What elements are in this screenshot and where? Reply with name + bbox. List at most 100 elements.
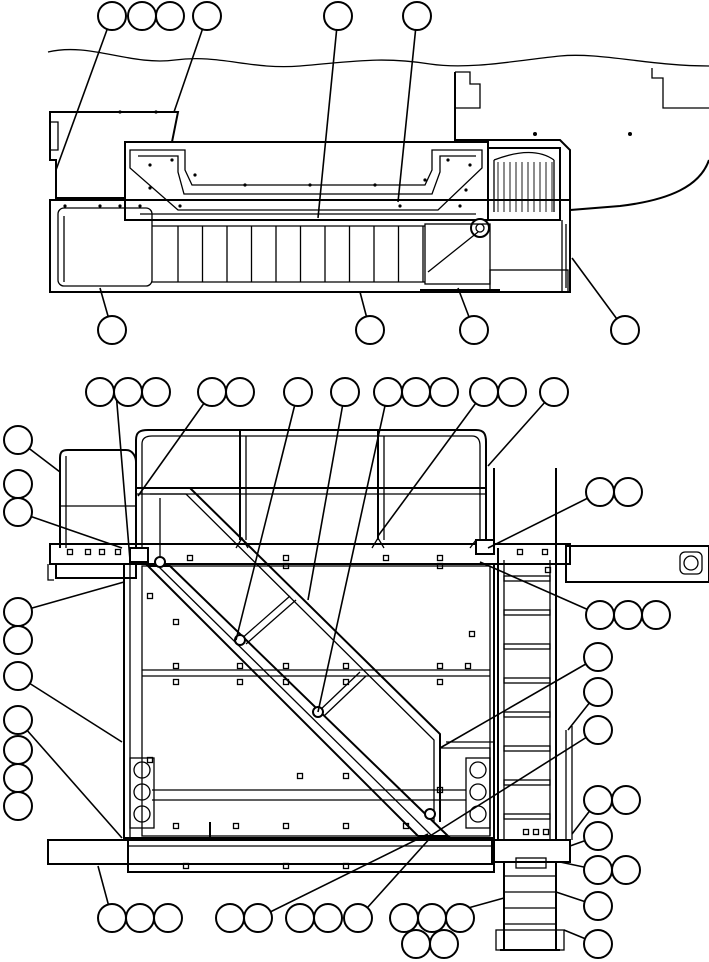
bolt: [446, 158, 450, 162]
bolt: [516, 548, 524, 556]
bolt: [468, 163, 472, 167]
beam-clip: [235, 536, 249, 549]
ladder-slats-top: [497, 162, 553, 212]
callout-balloon: [3, 597, 33, 627]
leader-line: [397, 15, 418, 203]
bolt: [542, 828, 550, 836]
hinge-fitting: [470, 218, 490, 238]
bolt: [66, 548, 74, 556]
callout-balloon: [641, 600, 671, 630]
beam-clip: [371, 536, 385, 549]
top-view-bolts: [63, 110, 472, 208]
callout-balloon: [611, 855, 641, 885]
bolt: [186, 554, 194, 562]
bolt: [308, 183, 312, 187]
leader-line: [487, 491, 601, 549]
side-view-bolts: [66, 548, 552, 870]
lower-frame: [49, 199, 571, 293]
ladder-rail-top: [493, 151, 555, 212]
bolt: [178, 204, 182, 208]
leader-line: [17, 719, 123, 839]
callout-balloon: [3, 469, 33, 499]
ladder-rung: [503, 779, 551, 786]
callout-balloon: [85, 377, 115, 407]
callout-balloon: [97, 1, 127, 31]
stringer-centerline: [157, 565, 433, 837]
callout-balloon: [401, 377, 431, 407]
bolt: [182, 862, 190, 870]
bolt: [282, 662, 290, 670]
bumper: [469, 761, 487, 779]
ladder-rung: [503, 677, 551, 684]
callout-balloon: [583, 855, 613, 885]
ladder-swivel: [515, 857, 547, 869]
bolt: [236, 678, 244, 686]
bolt: [282, 678, 290, 686]
leader-line: [357, 835, 433, 919]
callout-balloon: [330, 377, 360, 407]
callout-balloon: [585, 600, 615, 630]
pivot: [154, 556, 166, 568]
right-arm: [565, 545, 709, 583]
callout-balloon: [113, 377, 143, 407]
callout-balloon: [583, 929, 613, 959]
callout-balloon: [3, 763, 33, 793]
hinge-block: [129, 547, 149, 563]
stair-stringer: [145, 565, 451, 837]
cross-brace: [239, 595, 291, 641]
callout-balloon: [610, 315, 640, 345]
cross-brace: [323, 675, 367, 717]
bolt: [193, 173, 197, 177]
bolt: [170, 158, 174, 162]
handrail-return: [440, 747, 491, 836]
bolt: [423, 178, 427, 182]
bolt: [533, 132, 537, 136]
callout-balloon: [583, 677, 613, 707]
lower-right-panel: [424, 223, 491, 285]
stair-handrail-inner: [150, 493, 435, 822]
bolt: [282, 862, 290, 870]
ladder-rung: [503, 813, 551, 820]
upper-hopper-outline: [129, 149, 483, 211]
bolt: [138, 204, 142, 208]
bolt: [118, 110, 122, 114]
callout-balloon: [141, 377, 171, 407]
leader-line: [307, 391, 346, 601]
bolt: [373, 183, 377, 187]
leader-line: [173, 15, 208, 113]
bolt: [243, 183, 247, 187]
bumper: [469, 783, 487, 801]
ladder-rung: [503, 575, 551, 582]
callout-balloon: [313, 903, 343, 933]
diagonal-brace-top: [427, 231, 479, 273]
cross-brace: [245, 599, 297, 645]
rail-posts: [239, 430, 385, 540]
bolt: [98, 204, 102, 208]
callout-balloon: [283, 377, 313, 407]
leader-line: [17, 511, 123, 549]
bumper: [133, 761, 151, 779]
callout-balloon: [3, 425, 33, 455]
callout-balloon: [3, 735, 33, 765]
bolt: [436, 786, 444, 794]
leader-line: [55, 15, 113, 171]
side-view: [47, 429, 709, 951]
leader-line: [257, 833, 429, 919]
leader-line: [137, 391, 213, 497]
bolt: [146, 592, 154, 600]
callout-balloon: [197, 377, 227, 407]
callout-balloon: [225, 377, 255, 407]
callout-balloon: [613, 600, 643, 630]
ladder-base-plate: [491, 839, 571, 863]
handrail-top: [135, 429, 487, 548]
bolt: [436, 562, 444, 570]
callout-balloon: [583, 715, 613, 745]
top-view: [47, 48, 709, 293]
leader-line: [439, 656, 599, 749]
callout-balloon: [355, 315, 385, 345]
ladder-rung: [503, 711, 551, 718]
bolt: [342, 822, 350, 830]
callout-balloon: [583, 891, 613, 921]
bolt: [282, 554, 290, 562]
